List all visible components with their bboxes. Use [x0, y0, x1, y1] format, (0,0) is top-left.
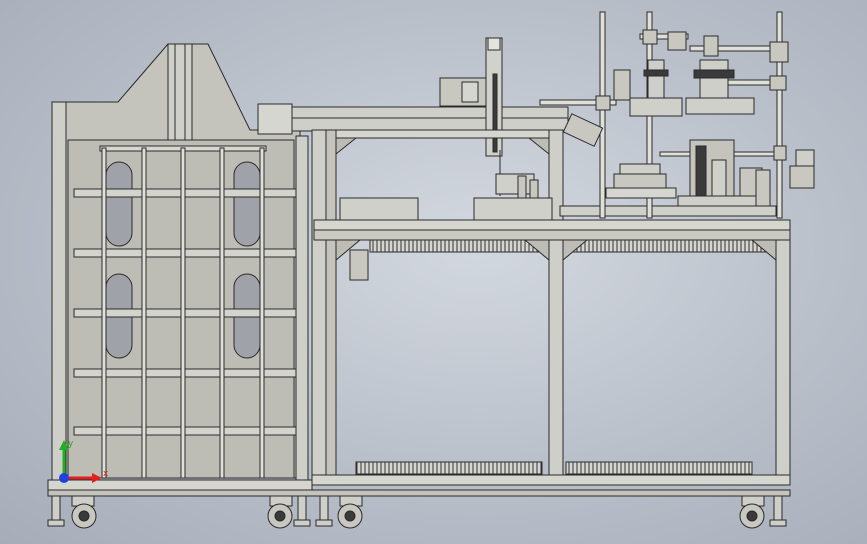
frame-post: [325, 129, 337, 483]
bottom-rail: [47, 479, 313, 491]
origin-dot: [59, 473, 69, 483]
stand-rod: [599, 11, 606, 219]
lens: [699, 59, 729, 99]
frame-post: [775, 219, 791, 483]
lens: [647, 59, 665, 101]
station-block: [339, 197, 419, 221]
frame-post: [548, 129, 564, 483]
caster-wheel: [267, 495, 293, 529]
left-post: [51, 101, 67, 481]
cable-chain-top: [565, 239, 775, 253]
table-top: [313, 219, 791, 231]
vertical-rods: [101, 147, 265, 479]
leveling-foot: [47, 495, 787, 527]
enclosure-right-post: [295, 135, 309, 481]
caster-wheel: [739, 495, 765, 529]
cable-chain-bottom: [565, 461, 753, 475]
gantry-end-block: [257, 103, 293, 135]
slide-rail: [559, 205, 777, 217]
station-block: [473, 197, 553, 221]
table-rail: [313, 229, 791, 241]
slot-window: [105, 161, 133, 247]
slot-window: [233, 161, 261, 247]
gantry-beam: [257, 106, 569, 132]
stand-rod: [776, 11, 783, 219]
caster-wheel: [337, 495, 363, 529]
gripper: [495, 173, 535, 195]
main-frame: [47, 129, 791, 497]
instrument-stands: [539, 11, 815, 219]
cross-bar: [539, 99, 617, 106]
y-axis-label: y: [68, 439, 74, 449]
bottom-rail: [311, 474, 791, 486]
casters: [47, 495, 787, 529]
caster-wheel: [71, 495, 97, 529]
coordinate-triad: x y: [59, 439, 109, 483]
x-axis-label: x: [103, 469, 109, 479]
cable-chain-bottom: [355, 461, 543, 475]
frame-post: [311, 129, 327, 483]
cross-bar: [639, 33, 689, 40]
cable-chain-top: [369, 239, 547, 253]
